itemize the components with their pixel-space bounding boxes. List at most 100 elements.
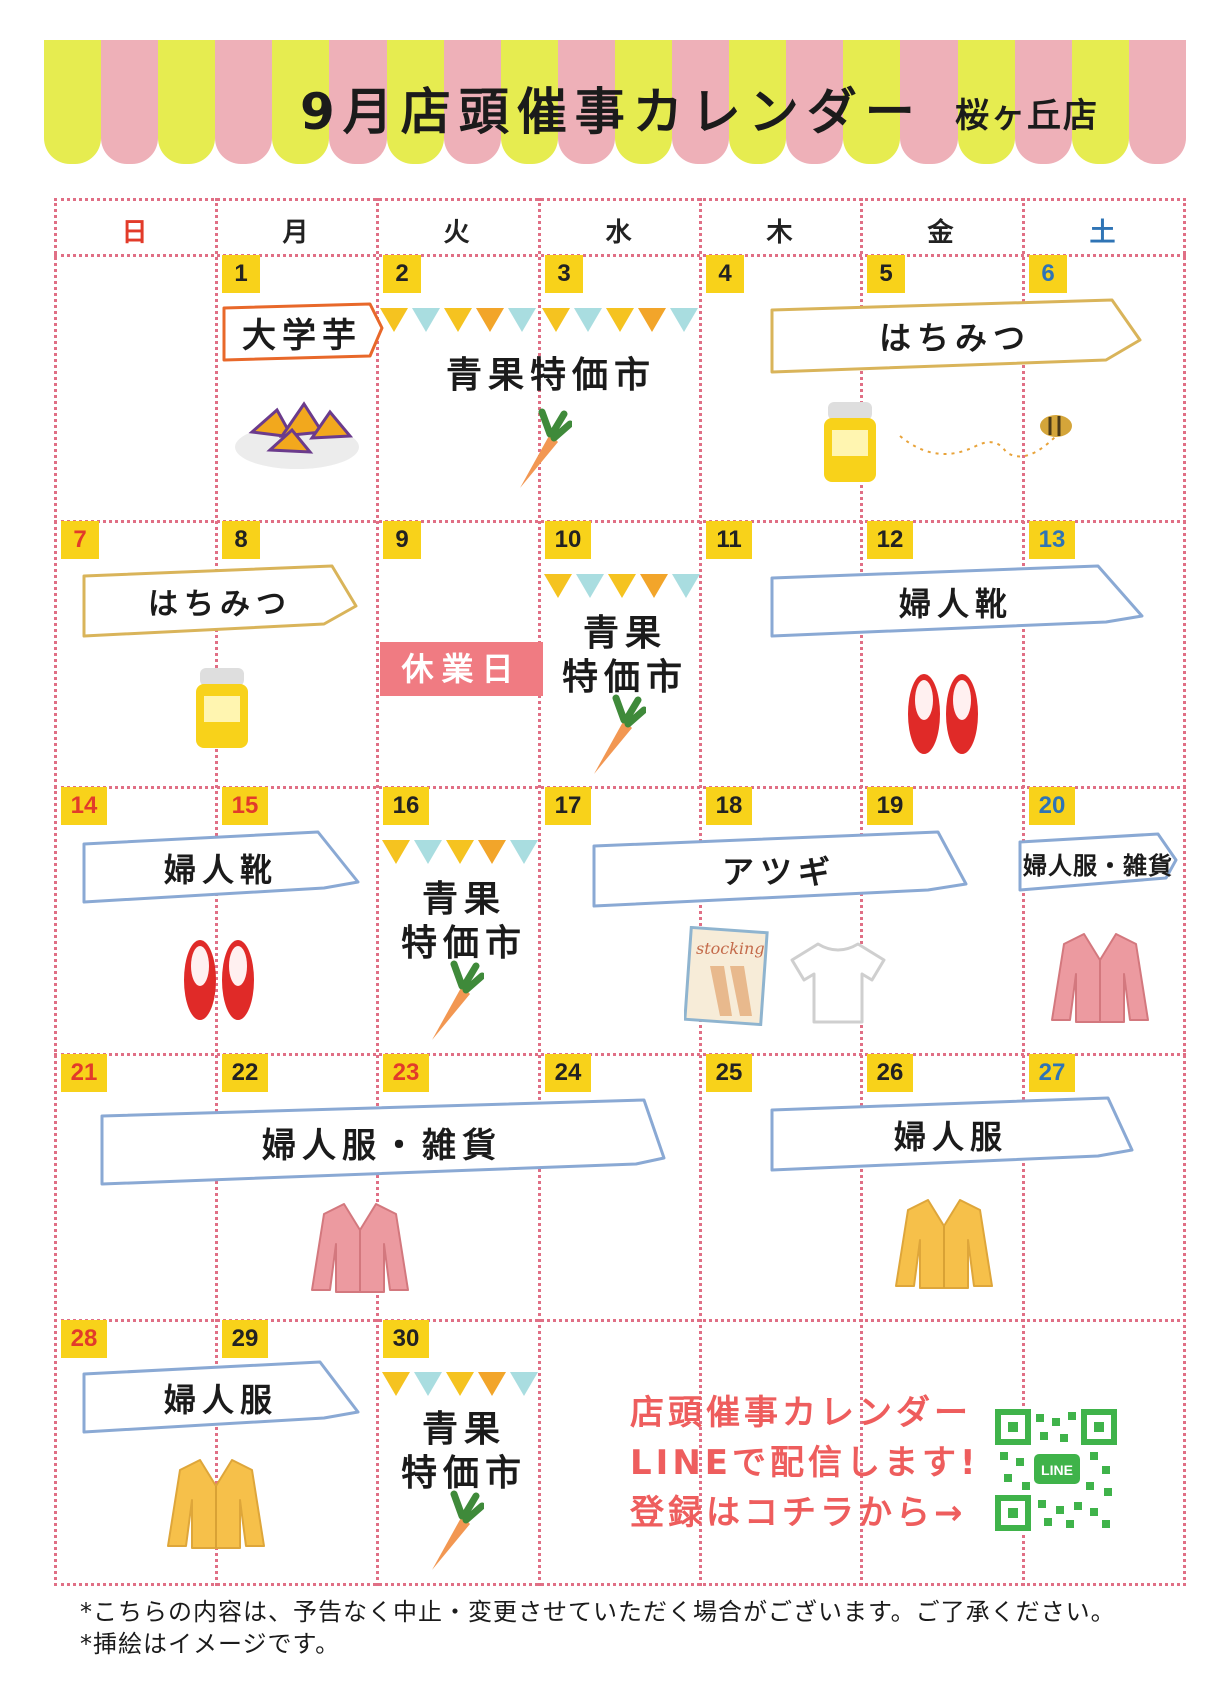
day-9: 9	[383, 521, 421, 559]
honey-ribbon-icon	[770, 298, 1142, 374]
womens-clothes-goods-label-1: 婦人服・雑貨	[1023, 851, 1173, 880]
day-19: 19	[867, 787, 913, 825]
day-17: 17	[545, 787, 591, 825]
blue-ribbon-icon	[100, 1098, 666, 1186]
store-name: 桜ヶ丘店	[955, 96, 1099, 136]
stocking-package-icon: stocking	[684, 926, 769, 1026]
blue-ribbon-icon	[82, 1360, 360, 1434]
weekday-mon: 月	[282, 218, 309, 248]
day-23: 23	[383, 1054, 429, 1092]
footer-notes: *こちらの内容は、予告なく中止・変更させていただく場合がございます。ご了承くださ…	[80, 1596, 1116, 1660]
weekday-sun: 日	[121, 218, 148, 248]
day-24: 24	[545, 1054, 591, 1092]
qr-line-logo: LINE	[1041, 1462, 1073, 1478]
womens-clothes-label-1: 婦人服	[893, 1118, 1008, 1156]
honey-banner-1: はちみつ	[766, 296, 1144, 376]
carrot-icon	[432, 960, 484, 1040]
womens-clothes-banner-1: 婦人服	[766, 1094, 1136, 1176]
red-shoes-icon	[184, 940, 254, 1020]
promo-line3: 登録はコチラから→	[630, 1493, 967, 1533]
honey-jar-icon	[824, 402, 876, 482]
blue-ribbon-icon	[592, 830, 968, 908]
produce-fair-label: 青果 特価市	[545, 612, 705, 700]
womens-shoes-banner-1: 婦人靴	[766, 562, 1146, 642]
pink-cardigan-icon	[311, 1203, 409, 1293]
womens-shoes-label-2: 婦人靴	[163, 851, 278, 889]
womens-shoes-banner-2: 婦人靴	[80, 828, 362, 908]
day-12: 12	[867, 521, 913, 559]
day-4: 4	[706, 255, 744, 293]
womens-clothes-goods-banner-1: 婦人服・雑貨	[1016, 830, 1180, 896]
honey-banner-2: はちみつ	[80, 562, 360, 640]
blue-ribbon-icon	[770, 564, 1144, 638]
day-6: 6	[1029, 255, 1067, 293]
womens-shoes-label-1: 婦人靴	[898, 585, 1013, 623]
produce-fair-label: 青果 特価市	[384, 878, 544, 966]
bunting-icon	[382, 840, 538, 864]
note-line1: *こちらの内容は、予告なく中止・変更させていただく場合がございます。ご了承くださ…	[80, 1598, 1116, 1626]
produce-fair-line1: 青果	[582, 613, 667, 654]
day-28: 28	[61, 1320, 107, 1358]
day-2: 2	[383, 255, 421, 293]
honey-label-1: はちみつ	[878, 319, 1031, 357]
bunting-icon	[544, 574, 700, 598]
day-1: 1	[222, 255, 260, 293]
sweet-potato-label: 大学芋	[242, 315, 362, 356]
note-line2: *挿絵はイメージです。	[80, 1630, 341, 1658]
produce-fair-line2: 特価市	[400, 1453, 527, 1494]
sweet-potato-banner: 大学芋	[220, 298, 384, 366]
atsugi-banner: アツギ	[588, 828, 970, 912]
bunting-icon	[382, 1372, 538, 1396]
blue-ribbon-icon	[1018, 832, 1178, 892]
honey-jar-icon	[196, 668, 248, 748]
promo-line1: 店頭催事カレンダー	[630, 1393, 972, 1433]
womens-clothes-label-2: 婦人服	[163, 1381, 278, 1419]
bee-icon	[899, 415, 1072, 458]
blue-ribbon-icon	[770, 1096, 1134, 1172]
day-29: 29	[222, 1320, 268, 1358]
carrot-icon	[594, 694, 646, 774]
day-21: 21	[61, 1054, 107, 1092]
produce-fair-label: 青果 特価市	[384, 1408, 544, 1496]
bunting-icon	[380, 308, 698, 332]
weekday-wed: 水	[605, 218, 632, 248]
womens-clothes-goods-label-2: 婦人服・雑貨	[262, 1125, 502, 1166]
sweet-potato-icon	[235, 401, 359, 469]
blue-ribbon-icon	[82, 830, 360, 904]
day-18: 18	[706, 787, 752, 825]
carrot-icon	[432, 1490, 484, 1570]
awning-header	[44, 40, 1186, 172]
day-11: 11	[706, 521, 752, 559]
weekday-tue: 火	[443, 218, 470, 248]
day-25: 25	[706, 1054, 752, 1092]
sweet-potato-ribbon-icon	[222, 302, 384, 362]
pink-cardigan-icon	[1051, 933, 1149, 1023]
weekday-fri: 金	[927, 218, 954, 248]
day-15: 15	[222, 787, 268, 825]
produce-fair-line2: 特価市	[400, 923, 527, 964]
womens-clothes-banner-2: 婦人服	[80, 1358, 362, 1438]
produce-fair-line2: 特価市	[561, 657, 688, 698]
line-promo: 店頭催事カレンダー LINEで配信します! 登録はコチラから→	[630, 1388, 980, 1538]
atsugi-label: アツギ	[721, 853, 836, 891]
day-16: 16	[383, 787, 429, 825]
day-26: 26	[867, 1054, 913, 1092]
weekday-sat: 土	[1089, 218, 1116, 248]
honey-label-2: はちみつ	[148, 587, 292, 622]
day-10: 10	[545, 521, 591, 559]
day-27: 27	[1029, 1054, 1075, 1092]
stocking-text: stocking	[696, 939, 765, 958]
line-qr-code-icon[interactable]: LINE	[994, 1408, 1118, 1532]
day-5: 5	[867, 255, 905, 293]
closed-day-badge: 休業日	[380, 642, 543, 696]
red-shoes-icon	[908, 674, 978, 754]
produce-fair-line1: 青果	[421, 1409, 506, 1450]
produce-fair-line1: 青果	[421, 879, 506, 920]
womens-clothes-goods-banner-2: 婦人服・雑貨	[96, 1094, 668, 1190]
page-title: 9月店頭催事カレンダー	[300, 83, 923, 141]
carrot-icon	[520, 408, 572, 488]
promo-line2: LINEで配信します!	[630, 1443, 980, 1483]
produce-fair-label: 青果特価市	[445, 355, 656, 396]
day-7: 7	[61, 521, 99, 559]
day-22: 22	[222, 1054, 268, 1092]
